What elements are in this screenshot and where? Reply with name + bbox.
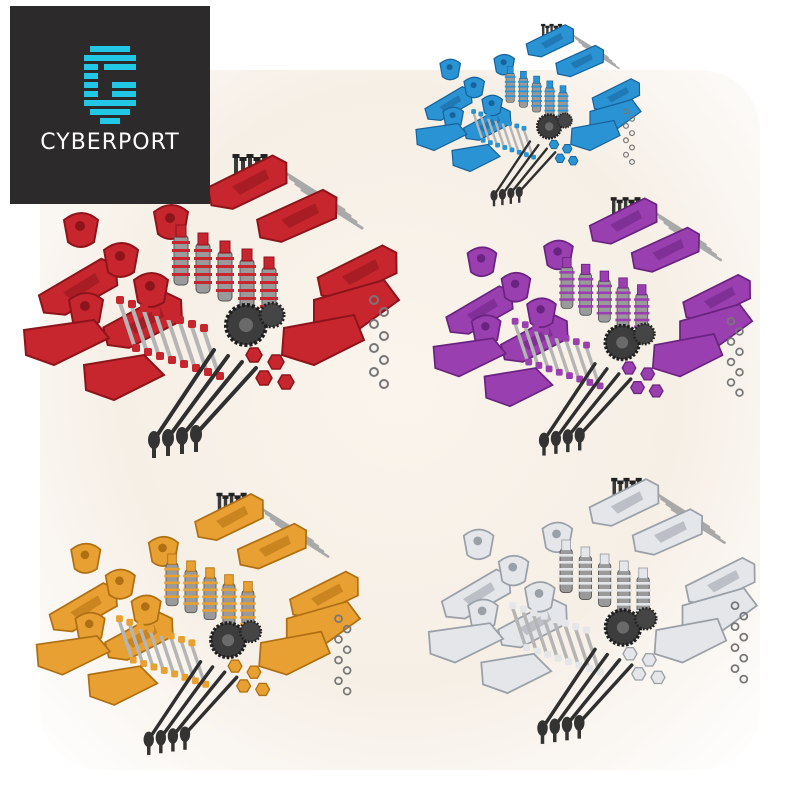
blue-parts-kit: [410, 12, 650, 217]
red-kit-illustration: [22, 154, 401, 458]
cyberport-logo-icon: [84, 46, 136, 124]
blue-kit-illustration: [415, 23, 642, 207]
cyberport-logo: CYBERPORT: [10, 6, 210, 204]
silver-kit-illustration: [427, 477, 759, 744]
gold-parts-kit: [28, 478, 373, 768]
silver-parts-kit: [420, 460, 770, 760]
purple-parts-kit: [425, 188, 765, 463]
purple-kit-illustration: [432, 197, 754, 456]
gold-kit-illustration: [35, 492, 362, 755]
brand-name: CYBERPORT: [40, 130, 180, 155]
red-parts-kit: [14, 150, 414, 460]
